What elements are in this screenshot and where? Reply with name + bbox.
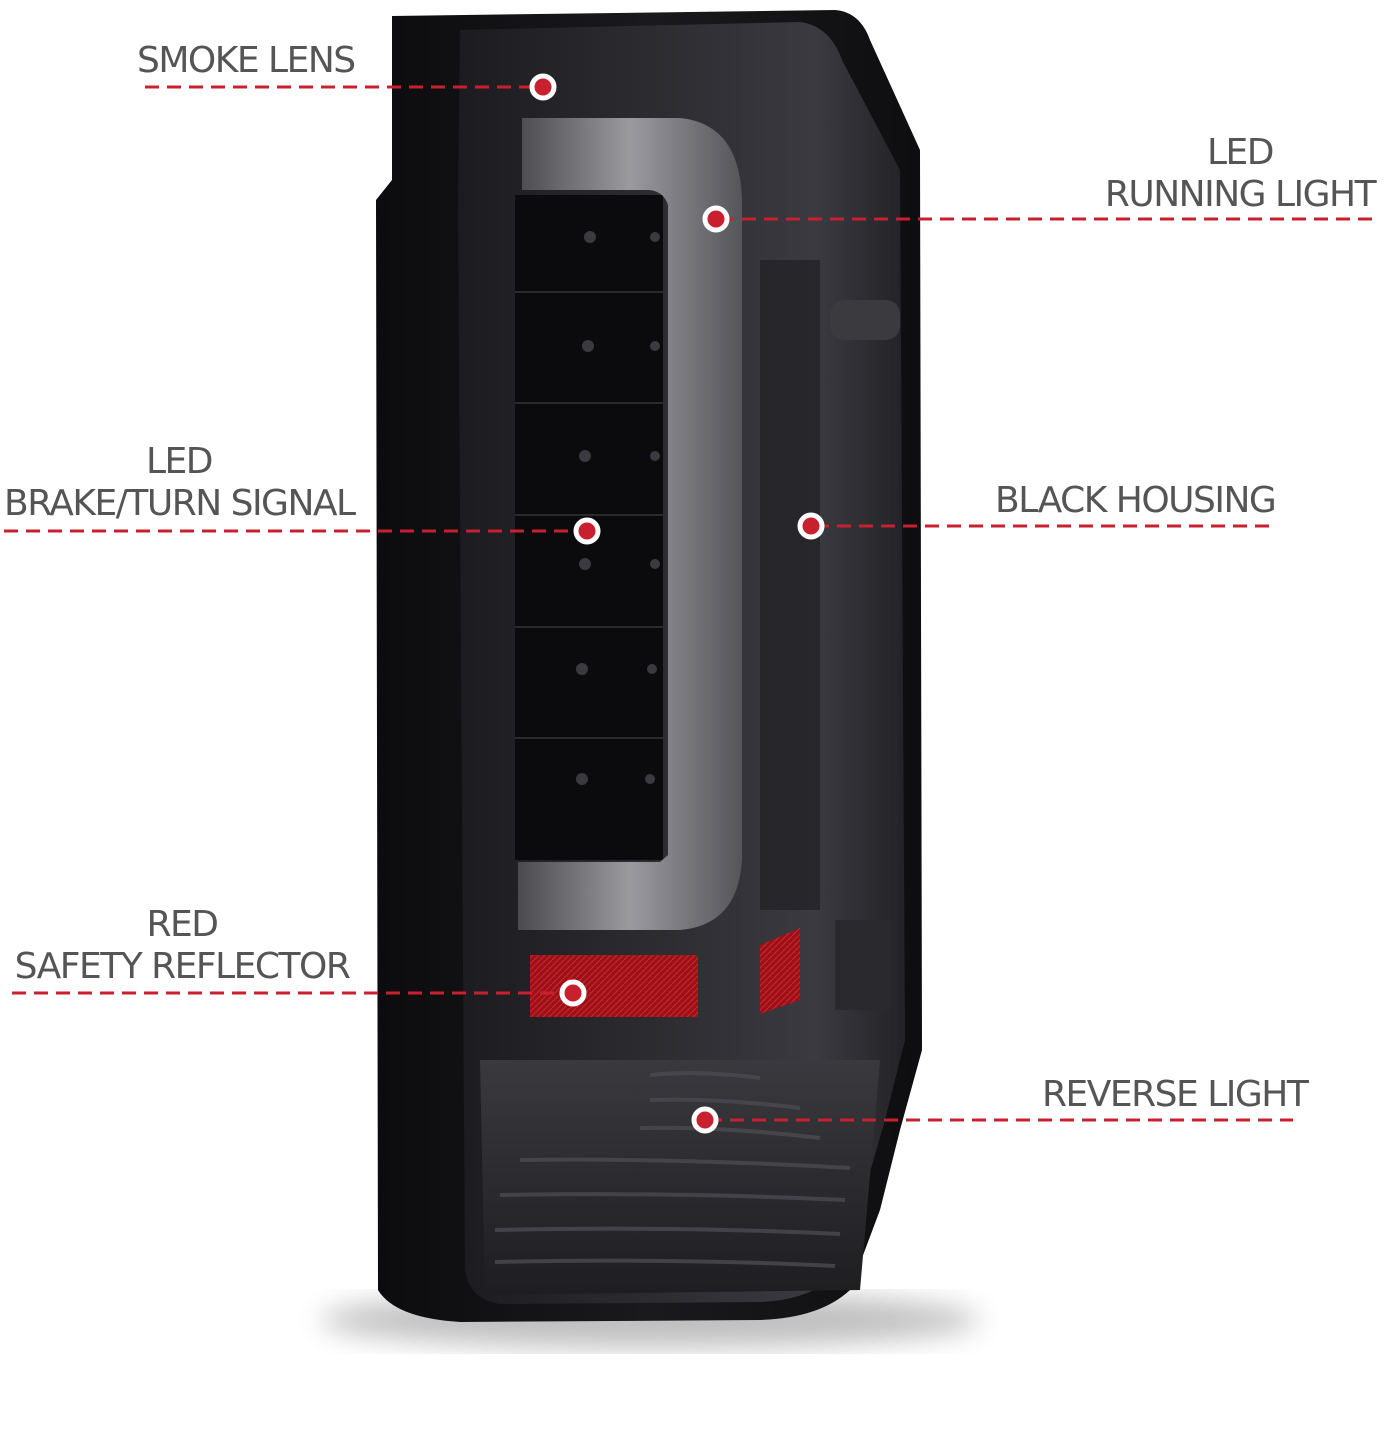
callout-dot-reverse-light [691, 1106, 719, 1134]
label-black-housing: BLACK HOUSING [995, 480, 1277, 522]
label-brake-line1: LED [145, 441, 214, 482]
callout-dot-running-light [702, 205, 730, 233]
side-chamber [760, 260, 820, 910]
label-led-running-light: LED RUNNING LIGHT [1100, 132, 1380, 216]
mount-stud [830, 300, 900, 340]
callout-dot-safety-reflector [559, 979, 587, 1007]
label-running-line1: LED [1206, 132, 1275, 173]
lower-side-ribs [835, 920, 890, 1010]
label-reverse-light-text: REVERSE LIGHT [1042, 1074, 1309, 1115]
red-safety-reflector [530, 955, 698, 1017]
callout-lines [4, 85, 1380, 1122]
label-smoke-lens: SMOKE LENS [137, 40, 356, 82]
label-reflector-line1: RED [146, 904, 219, 945]
label-reflector-line2: SAFETY REFLECTOR [14, 946, 351, 987]
callout-dots [529, 73, 825, 1134]
label-smoke-lens-text: SMOKE LENS [137, 40, 356, 81]
callout-dot-smoke-lens [529, 73, 557, 101]
reverse-light-lens [480, 1060, 880, 1295]
label-brake-line2: BRAKE/TURN SIGNAL [4, 483, 356, 524]
label-led-brake-turn-signal: LED BRAKE/TURN SIGNAL [4, 441, 356, 525]
label-running-line2: RUNNING LIGHT [1104, 174, 1377, 215]
label-red-safety-reflector: RED SAFETY REFLECTOR [12, 904, 352, 988]
label-reverse-light: REVERSE LIGHT [1042, 1074, 1309, 1116]
led-running-light-bar [518, 118, 742, 930]
side-reflector [760, 928, 800, 1014]
callout-dot-brake-turn [573, 517, 601, 545]
label-black-housing-text: BLACK HOUSING [995, 480, 1277, 521]
callout-dot-black-housing [797, 512, 825, 540]
led-dividers [515, 291, 663, 739]
led-diodes [576, 231, 660, 785]
